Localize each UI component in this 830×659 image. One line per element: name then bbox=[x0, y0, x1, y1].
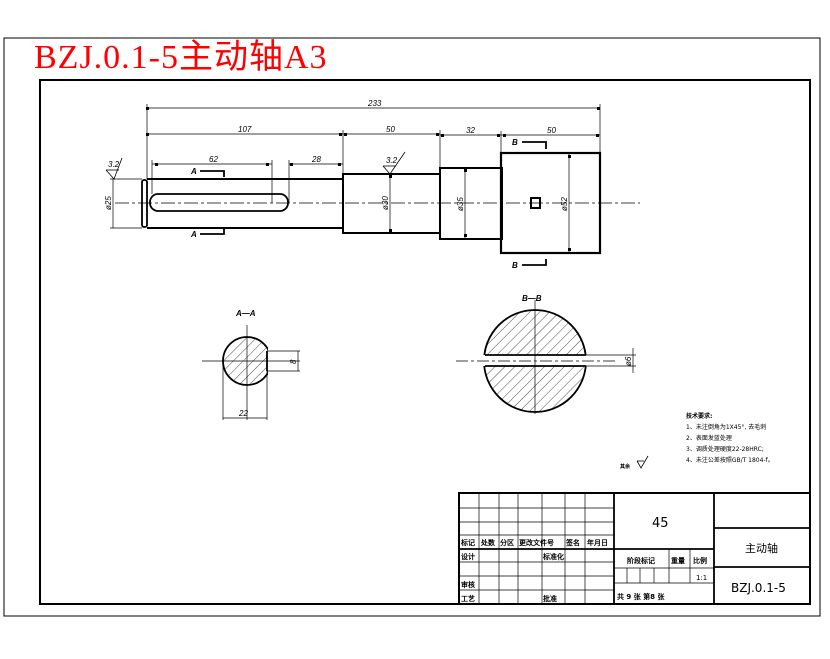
sheet-count: 共 9 张 第8 张 bbox=[617, 592, 665, 601]
title-block-headers: 标记 处数 分区 更改文件号 签名 年月日 bbox=[460, 538, 608, 547]
dim-keyway-offset: 28 bbox=[311, 155, 321, 164]
section-a-a bbox=[202, 325, 300, 420]
keyway bbox=[149, 193, 289, 212]
drawing-number: BZJ.0.1-5 bbox=[731, 581, 786, 595]
part-name: 主动轴 bbox=[745, 541, 778, 555]
dim-keyway-length: 62 bbox=[209, 155, 218, 164]
section-mark-b-top: B bbox=[512, 138, 518, 147]
tech-requirements: 技术要求: 1、未注倒角为1X45°, 去毛刺 2、表面发蓝处理 3、调质处理硬… bbox=[686, 412, 774, 464]
title-block bbox=[458, 492, 811, 605]
row-design: 设计 bbox=[461, 552, 475, 561]
section-mark-b-bottom: B bbox=[512, 261, 518, 270]
tech-req-item: 1、未注倒角为1X45°, 去毛刺 bbox=[686, 423, 766, 431]
roughness-value-1: 3.2 bbox=[108, 160, 120, 169]
stage-mark-label: 阶段标记 bbox=[627, 556, 655, 565]
header-count: 处数 bbox=[480, 538, 496, 547]
cross-hole bbox=[530, 197, 541, 209]
section-mark-a-bottom: A bbox=[190, 230, 197, 239]
header-change-doc: 更改文件号 bbox=[519, 538, 554, 547]
section-a-label: A—A bbox=[235, 309, 256, 318]
dim-dia4: ø52 bbox=[560, 197, 569, 211]
drawing-frame bbox=[39, 79, 811, 605]
other-roughness-label: 其余 bbox=[620, 463, 631, 470]
tech-req-heading: 技术要求: bbox=[686, 412, 712, 420]
section-markers bbox=[200, 141, 547, 266]
dim-seg3-length: 32 bbox=[466, 126, 475, 135]
tech-req-item: 2、表面发蓝处理 bbox=[686, 434, 732, 442]
roughness-value-2: 3.2 bbox=[386, 156, 398, 165]
section-b-b bbox=[456, 300, 636, 414]
row-process: 工艺 bbox=[461, 594, 475, 603]
row-review: 审核 bbox=[461, 580, 475, 589]
dim-dia2: ø30 bbox=[381, 196, 390, 210]
header-signature: 签名 bbox=[565, 538, 580, 547]
header-mark: 标记 bbox=[460, 538, 475, 547]
dim-seg2-length: 50 bbox=[386, 125, 395, 134]
dim-seg4-length: 50 bbox=[547, 126, 556, 135]
section-b-hole-dim: ø6 bbox=[624, 356, 633, 366]
header-zone: 分区 bbox=[500, 538, 514, 547]
weight-label: 重量 bbox=[671, 556, 685, 565]
scale-value: 1:1 bbox=[696, 574, 707, 582]
header-date: 年月日 bbox=[587, 538, 608, 547]
sheet-title: BZJ.0.1-5主动轴A3 bbox=[34, 39, 328, 76]
section-a-width-dim: 22 bbox=[238, 409, 248, 418]
tech-req-item: 3、调质处理硬度22-28HRC; bbox=[686, 445, 764, 453]
row-standardization: 标准化 bbox=[542, 552, 564, 561]
main-view bbox=[110, 104, 640, 255]
roughness-symbol-1 bbox=[105, 157, 123, 180]
dim-dia1: ø25 bbox=[104, 196, 113, 210]
other-roughness-icon bbox=[636, 455, 649, 469]
row-approve: 批准 bbox=[543, 594, 557, 603]
section-mark-a-top: A bbox=[190, 167, 197, 176]
section-b-label: B—B bbox=[522, 294, 542, 303]
tech-req-item: 4、未注公差按照GB/T 1804-f。 bbox=[686, 456, 774, 464]
material: 45 bbox=[652, 516, 669, 531]
paper-border bbox=[3, 37, 821, 617]
section-a-key-dim: 8 bbox=[289, 359, 298, 364]
roughness-symbol-2 bbox=[382, 151, 406, 175]
dim-overall-length: 233 bbox=[367, 99, 382, 108]
scale-label: 比例 bbox=[693, 556, 707, 565]
dim-dia3: ø35 bbox=[456, 197, 465, 211]
dim-seg1-length: 107 bbox=[238, 125, 252, 134]
